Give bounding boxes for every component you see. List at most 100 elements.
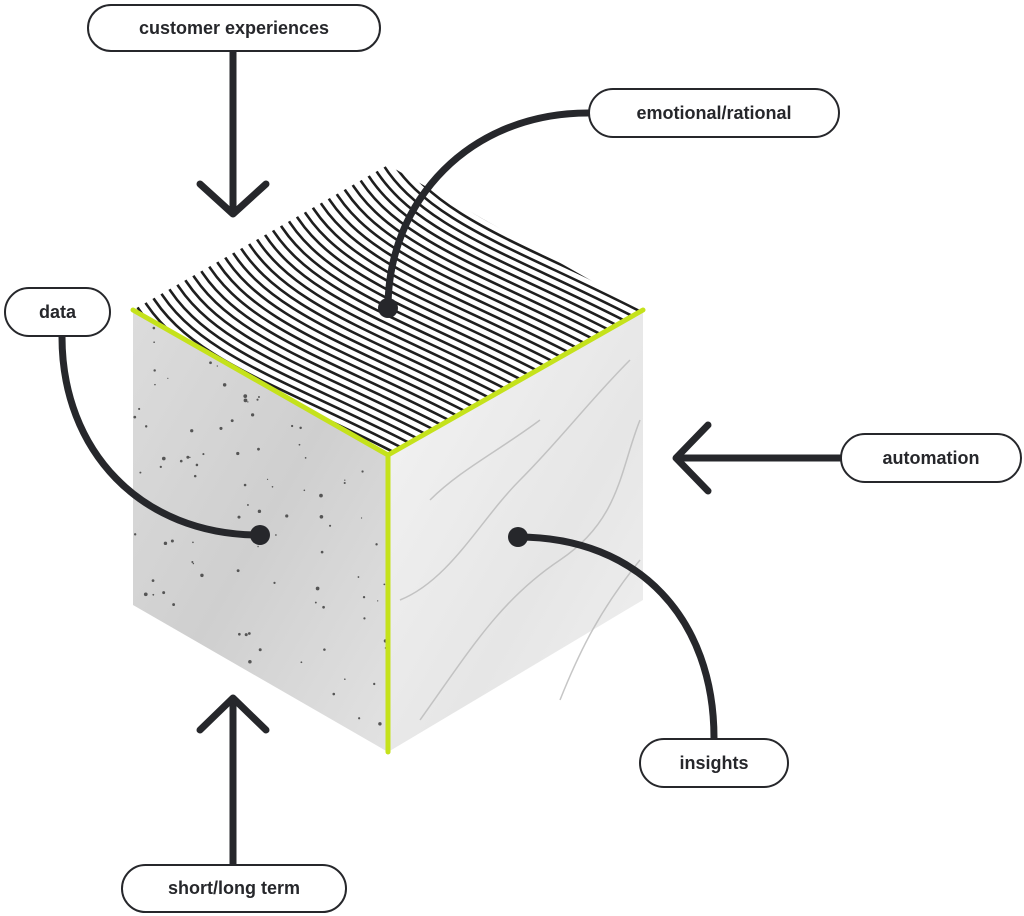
speckle: [363, 617, 366, 620]
speckle: [244, 633, 248, 637]
speckle: [236, 569, 240, 573]
up-arrow-icon: [196, 694, 270, 868]
wave-line: [155, 285, 423, 451]
speckle: [373, 682, 376, 686]
speckle: [344, 479, 346, 481]
left-arrow-icon: [672, 421, 844, 495]
speckle: [383, 583, 386, 586]
speckle: [360, 517, 363, 519]
wave-line: [203, 258, 471, 424]
speckle: [257, 447, 260, 451]
label-automation: automation: [840, 433, 1022, 483]
speckle: [153, 341, 155, 344]
wave-line: [179, 272, 447, 437]
speckle: [247, 401, 249, 403]
wave-line: [386, 165, 643, 320]
speckle: [144, 425, 148, 428]
speckle: [179, 459, 183, 463]
wave-line: [370, 165, 638, 329]
label-text: short/long term: [167, 878, 300, 898]
speckle: [162, 591, 166, 595]
speckle: [256, 398, 259, 401]
label-text: data: [38, 301, 76, 322]
speckle: [216, 365, 218, 367]
speckle: [243, 394, 248, 398]
emotional-connector: [384, 109, 592, 312]
speckle: [258, 648, 262, 652]
speckle: [170, 539, 174, 543]
speckle: [315, 586, 320, 591]
speckle: [151, 579, 155, 583]
speckle: [195, 463, 199, 467]
speckle: [191, 561, 194, 564]
speckle: [163, 541, 168, 546]
speckle: [304, 457, 307, 459]
speckle: [275, 534, 277, 536]
down-arrow-icon: [196, 48, 270, 218]
speckle: [332, 692, 336, 696]
speckle: [190, 429, 194, 433]
speckle: [172, 603, 176, 606]
wave-line: [315, 195, 582, 360]
speckle: [248, 660, 252, 664]
speckle: [133, 533, 137, 536]
speckle: [159, 465, 162, 468]
speckle: [202, 453, 205, 456]
wave-line: [283, 213, 551, 379]
label-text: insights: [679, 752, 749, 773]
wave-line: [259, 226, 527, 392]
speckle: [319, 514, 324, 519]
speckle: [361, 470, 364, 473]
speckle: [152, 326, 156, 330]
speckle: [209, 361, 212, 365]
speckle: [320, 550, 324, 554]
wave-line: [354, 172, 622, 338]
speckle: [161, 456, 166, 461]
speckle: [273, 581, 276, 585]
speckle: [314, 601, 317, 604]
wave-line: [378, 165, 643, 324]
wave-line: [243, 235, 511, 401]
wave-line: [307, 199, 574, 365]
wave-line: [195, 263, 463, 428]
label-emotional-rational: emotional/rational: [588, 88, 840, 138]
speckle: [237, 515, 241, 519]
speckle: [257, 509, 262, 514]
speckle: [266, 478, 269, 481]
wave-line: [275, 217, 543, 383]
speckle: [230, 419, 234, 423]
speckle: [133, 415, 137, 419]
speckle: [322, 605, 325, 609]
label-customer-experiences: customer experiences: [87, 4, 381, 52]
speckle: [236, 451, 240, 456]
speckle: [271, 485, 274, 488]
speckle: [358, 717, 361, 720]
wave-line: [163, 281, 431, 447]
insights-connector: [514, 533, 718, 742]
speckle: [378, 722, 382, 726]
speckle: [357, 576, 360, 578]
data-connector: [58, 333, 264, 539]
speckle: [219, 426, 223, 430]
label-data: data: [4, 287, 111, 337]
wave-line: [323, 190, 590, 356]
wave-line: [235, 240, 503, 406]
speckle: [290, 424, 294, 428]
speckle: [143, 592, 148, 597]
speckle: [298, 443, 301, 446]
speckle: [300, 661, 303, 664]
label-text: customer experiences: [138, 17, 330, 38]
speckle: [153, 369, 156, 372]
speckle: [189, 456, 191, 459]
label-text: emotional/rational: [636, 102, 792, 123]
wave-line: [251, 231, 519, 397]
wave-line: [331, 186, 598, 351]
speckle: [138, 407, 141, 411]
speckle: [167, 377, 169, 379]
speckle: [323, 648, 326, 651]
speckle: [139, 471, 142, 474]
speckle: [186, 455, 190, 459]
wave-line: [187, 267, 455, 433]
wave-line: [362, 167, 630, 333]
